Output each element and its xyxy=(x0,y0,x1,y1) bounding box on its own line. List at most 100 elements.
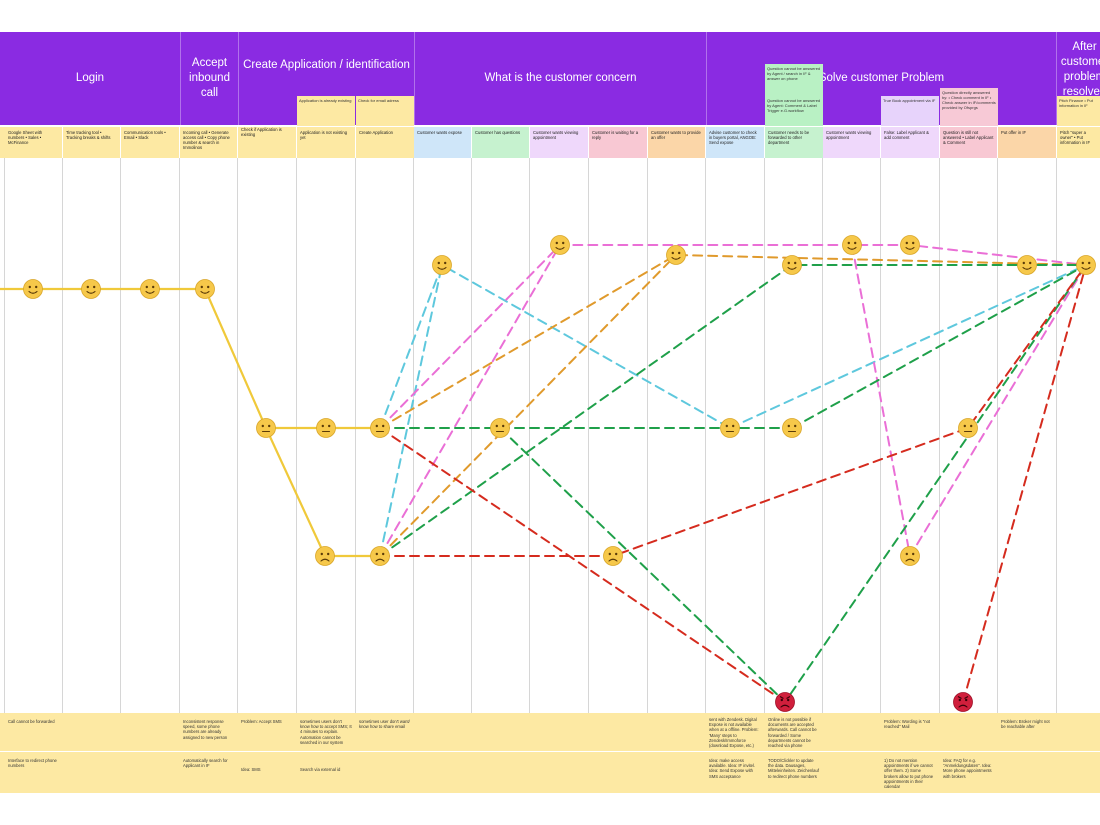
top-whitespace xyxy=(0,0,1100,32)
touchpoint-cell: Create Application xyxy=(356,127,414,158)
pain-point-text: Inconsistent response speed, some phone … xyxy=(183,719,228,740)
touchpoint-text: Check if Application is existing xyxy=(241,127,282,137)
touchpoint-cell: Put offer in IF xyxy=(998,127,1056,158)
touchpoint-cell: Customer is waiting for a reply xyxy=(589,127,647,158)
pain-point-note: Problem: Accept SMS xyxy=(238,716,295,750)
touchpoint-cell: Customer has questions xyxy=(472,127,529,158)
touchpoint-text: Incoming call • Generate access call • C… xyxy=(183,130,230,150)
pain-point-text: Problem: Broker might not be reachable a… xyxy=(1001,719,1050,730)
neutral-face-icon xyxy=(958,418,978,438)
column-divider xyxy=(764,158,765,713)
sticky-note: Question cannot be answered by Agent: Co… xyxy=(765,96,823,126)
pain-point-note: sent with Zendesk. Digital Expose is not… xyxy=(706,714,764,751)
touchpoint-text: Customer wants to provide an offer xyxy=(651,130,701,140)
idea-note: Search via external id xyxy=(297,764,355,788)
sticky-note: True Book appointment via IF xyxy=(881,96,939,126)
phase-customer-concern: What is the customer concern xyxy=(414,32,706,125)
idea-text: 1) Do not mention appointments if we can… xyxy=(884,758,934,790)
column-divider xyxy=(647,158,648,713)
sticky-note: Application is already existing xyxy=(297,96,355,126)
sad-face-icon xyxy=(370,546,390,566)
happy-face-icon xyxy=(195,279,215,299)
touchpoint-cell: Time tracking tool • Tracking breaks & s… xyxy=(63,127,120,158)
happy-face-icon xyxy=(550,235,570,255)
column-divider xyxy=(237,158,238,713)
touchpoint-text: Put offer in IF xyxy=(1001,130,1027,135)
angry-face-icon xyxy=(775,692,795,712)
touchpoint-cell: Advise customer to check in buyers porta… xyxy=(706,127,764,158)
pain-point-note: Inconsistent response speed, some phone … xyxy=(180,716,237,750)
sticky-note-text: Question cannot be answered by Agent: Co… xyxy=(767,98,821,113)
pain-point-text: Problem: Accept SMS xyxy=(241,719,282,724)
phase-login: Login xyxy=(0,32,180,125)
column-divider xyxy=(939,158,940,713)
touchpoint-text: Application is not existing yet xyxy=(300,130,348,140)
column-divider xyxy=(413,158,414,713)
touchpoint-text: Google Sheet with numbers • Sales • McFi… xyxy=(8,130,43,145)
phase-login-label: Login xyxy=(75,72,105,84)
sad-face-icon xyxy=(900,546,920,566)
idea-note: Idea: make access available. Idea: IF in… xyxy=(706,755,764,791)
touchpoint-cell: Customer wants expose xyxy=(414,127,471,158)
happy-face-icon xyxy=(140,279,160,299)
sticky-note: Pitch Finance • Put information in IF xyxy=(1057,96,1100,126)
sticky-note-text: Question cannot be answered by Agent / s… xyxy=(767,66,821,81)
idea-note: Automatically search for Applicant in IF xyxy=(180,755,237,791)
touchpoint-text: Customer has questions xyxy=(475,130,521,135)
touchpoint-cell: Communication tools • Email • Slack xyxy=(121,127,179,158)
sticky-note-text: Question directly answered by: • Check c… xyxy=(942,90,996,110)
idea-text: Search via external id xyxy=(300,767,341,772)
row-divider xyxy=(0,751,1100,752)
idea-text: Idea: FAQ for e.g. "Anmeldungsdaten". Id… xyxy=(943,758,992,779)
pain-point-text: sent with Zendesk. Digital Expose is not… xyxy=(709,717,759,749)
happy-face-icon xyxy=(432,255,452,275)
touchpoint-cell xyxy=(0,127,6,158)
column-divider xyxy=(179,158,180,713)
column-divider xyxy=(471,158,472,713)
idea-note: TODO/Clickler to update the data. Dausag… xyxy=(765,755,823,791)
column-divider xyxy=(588,158,589,713)
emotion-line-segment xyxy=(379,244,561,557)
phase-after-resolved-label: After customer problem resolved xyxy=(1060,41,1100,98)
pain-point-text: Online is not possible if documents are … xyxy=(768,717,817,749)
happy-face-icon xyxy=(666,245,686,265)
emotion-line-segment xyxy=(379,244,1087,429)
emotion-line-segment xyxy=(729,264,1087,429)
touchpoint-text: Customer wants expose xyxy=(417,130,462,135)
emotion-line-segment xyxy=(264,426,382,558)
happy-face-icon xyxy=(900,235,920,255)
column-divider xyxy=(120,158,121,713)
emotion-line-segment xyxy=(499,264,1087,703)
phase-solve-problem-label: Solve customer Problem xyxy=(818,72,945,84)
touchpoint-text: Pitch "super a owner" • Put information … xyxy=(1060,130,1091,145)
pain-point-text: sometimes users don't know how to accept… xyxy=(300,719,352,745)
touchpoint-text: Customer wants viewing appointment xyxy=(826,130,872,140)
pain-point-text: sometimes user don't want/ know how to s… xyxy=(359,719,410,730)
sticky-note-text: True Book appointment via IF xyxy=(883,98,936,103)
happy-face-icon xyxy=(81,279,101,299)
sticky-note: Question directly answered by: • Check c… xyxy=(940,88,998,126)
neutral-face-icon xyxy=(782,418,802,438)
emotion-line-segment xyxy=(0,287,382,430)
phase-accept-call: Accept inbound call xyxy=(180,32,238,125)
neutral-face-icon xyxy=(490,418,510,438)
touchpoint-cell: Application is not existing yet xyxy=(297,127,355,158)
pain-point-note: sometimes users don't know how to accept… xyxy=(297,716,355,750)
sticky-note-text: Application is already existing xyxy=(299,98,352,103)
sad-face-icon xyxy=(603,546,623,566)
touchpoint-cell: Google Sheet with numbers • Sales • McFi… xyxy=(5,127,62,158)
emotion-line-segment xyxy=(379,254,1087,429)
idea-note: Idea: SMS xyxy=(238,764,295,788)
idea-note: Interface to redirect phone numbers xyxy=(5,755,62,791)
touchpoint-text: Communication tools • Email • Slack xyxy=(124,130,166,140)
pain-point-note: sometimes user don't want/ know how to s… xyxy=(356,716,413,750)
column-divider xyxy=(4,158,5,713)
column-divider xyxy=(62,158,63,713)
idea-text: Automatically search for Applicant in IF xyxy=(183,758,228,769)
angry-face-icon xyxy=(953,692,973,712)
touchpoint-text: Question is still not answered • Label A… xyxy=(943,130,994,145)
emotion-line-segment xyxy=(379,264,1087,557)
column-divider xyxy=(880,158,881,713)
sticky-note-text: Pitch Finance • Put information in IF xyxy=(1059,98,1093,108)
